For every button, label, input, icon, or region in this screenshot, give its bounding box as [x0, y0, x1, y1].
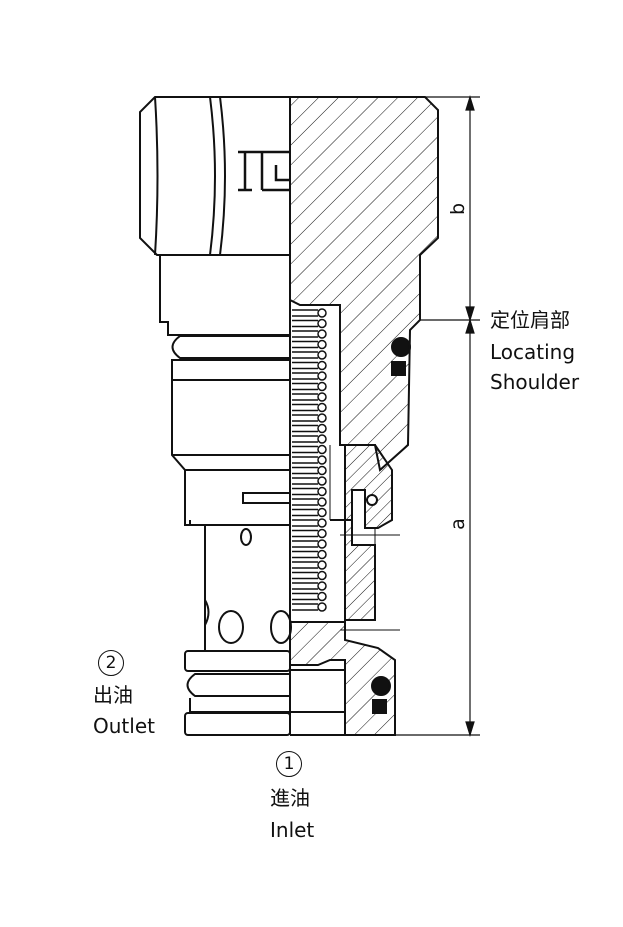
spring-coil [292, 592, 318, 601]
spring-coil [292, 561, 318, 569]
spring-coil [292, 330, 318, 338]
inlet-port-number: 1 [276, 751, 302, 777]
spring-coil-section [317, 497, 327, 507]
spring-coil-section [317, 465, 327, 476]
spring-coil [292, 309, 318, 317]
spring-coil-section [317, 329, 327, 339]
spring-coil [292, 340, 318, 349]
spring-coil [292, 540, 318, 548]
spring-coil-section [317, 339, 327, 350]
inlet-en: Inlet [270, 818, 315, 842]
jc-logo-icon [238, 150, 290, 192]
spring-coil-section [317, 507, 327, 518]
outlet-port-hole [218, 610, 244, 644]
backup-ring-upper [391, 361, 406, 376]
spring-coil [292, 372, 318, 380]
spring-coil [292, 550, 318, 559]
spring-coil [292, 477, 318, 485]
spring-coil [292, 382, 318, 391]
spring-coil [292, 414, 318, 422]
spring-coil [292, 393, 318, 401]
oring-groove-upper [171, 335, 291, 381]
spring-coil-section [317, 413, 327, 423]
spring-coil [292, 487, 318, 496]
spring-coil-section [317, 381, 327, 392]
hex-head-exterior [139, 96, 290, 256]
spring-coil [292, 435, 318, 443]
spring-coil-section [317, 581, 327, 591]
section-head [289, 96, 439, 472]
inlet-zh: 進油 [270, 786, 310, 810]
spring-coil [292, 603, 318, 611]
spring-coil [292, 571, 318, 580]
spring-coil-section [317, 539, 327, 549]
spring-coil [292, 351, 318, 359]
oring-upper [391, 337, 411, 357]
spring-coil [292, 529, 318, 538]
spring-coil [292, 403, 318, 412]
pin-slot [242, 492, 291, 504]
oring-lower [371, 676, 391, 696]
lower-seal-rings [184, 650, 291, 736]
spring-coil [292, 508, 318, 517]
spring-coil [292, 466, 318, 475]
small-port [240, 528, 252, 546]
spring-coil [292, 445, 318, 454]
spring-coil-section [317, 518, 327, 528]
spring-coil-section [317, 392, 327, 402]
spring-coil-section [317, 528, 327, 539]
dimension-lines [395, 94, 480, 738]
spring-coil-section [317, 423, 327, 434]
spring-coil [292, 582, 318, 590]
locating-shoulder-en-1: Locating [490, 340, 576, 364]
spring-coil-section [317, 591, 327, 602]
spring-coil-section [317, 549, 327, 560]
spring-coil-section [317, 455, 327, 465]
body-exterior [171, 380, 290, 526]
spring-coil [292, 498, 318, 506]
spring-coil [292, 519, 318, 527]
outlet-port-number: 2 [98, 650, 124, 676]
backup-ring-lower [372, 699, 387, 714]
spring-coil-section [317, 602, 327, 612]
spring-coil-section [317, 486, 327, 497]
spring-coil-section [317, 350, 327, 360]
spring-coil [292, 361, 318, 370]
spring-coil-section [317, 308, 327, 318]
spring-coil-section [317, 371, 327, 381]
outlet-en: Outlet [93, 714, 155, 738]
dimension-b-label: b [447, 202, 470, 216]
neck-exterior [159, 254, 290, 336]
spring-coil-section [317, 434, 327, 444]
dimension-a-label: a [446, 518, 469, 530]
spring-coil [292, 319, 318, 328]
spring-coil-section [317, 402, 327, 413]
spring-coil-section [317, 570, 327, 581]
locating-shoulder-zh: 定位肩部 [490, 308, 570, 332]
spring-coil-section [317, 476, 327, 486]
outlet-zh: 出油 [93, 683, 133, 707]
spring-coil [292, 456, 318, 464]
spring [292, 308, 327, 612]
spring-coil-section [317, 360, 327, 371]
spring-coil-section [317, 444, 327, 455]
locating-shoulder-en-2: Shoulder [490, 370, 580, 394]
spring-coil [292, 424, 318, 433]
spring-coil-section [317, 318, 327, 329]
spring-coil-section [317, 560, 327, 570]
